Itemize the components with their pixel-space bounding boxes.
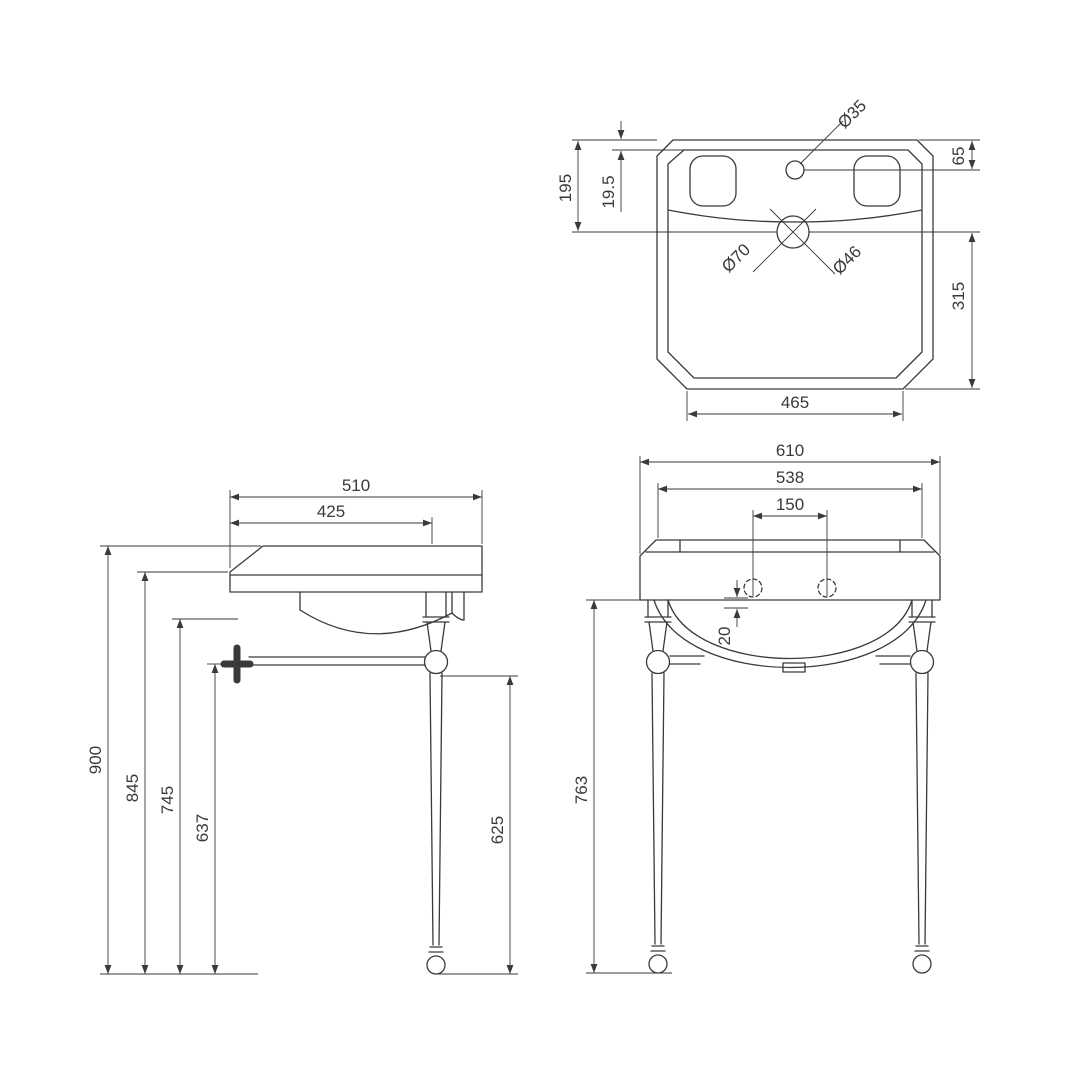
side-towel-rail xyxy=(220,644,426,684)
side-basin-outline xyxy=(229,545,483,593)
plan-inner-rim xyxy=(667,149,923,379)
soap-dish-left xyxy=(689,155,737,207)
plan-dim-465: 465 xyxy=(781,393,809,412)
front-dimension-lines xyxy=(590,458,940,973)
side-dim-425: 425 xyxy=(317,502,345,521)
side-leg-foot xyxy=(426,955,446,975)
plan-outer-rim xyxy=(656,139,934,390)
front-dim-20: 20 xyxy=(715,627,734,646)
deck-front-edge xyxy=(667,209,923,223)
tap-hole-leader xyxy=(799,120,844,165)
side-leg-ball xyxy=(423,649,449,675)
front-waste xyxy=(782,662,806,673)
side-leg xyxy=(422,591,450,975)
side-dim-900: 900 xyxy=(86,746,105,774)
side-dim-845: 845 xyxy=(123,774,142,802)
side-dim-745: 745 xyxy=(158,786,177,814)
plan-dim-19-5: 19.5 xyxy=(599,175,618,208)
front-rail xyxy=(669,655,911,665)
plan-extension-lines xyxy=(572,139,980,421)
front-leg-right xyxy=(908,599,936,974)
front-view: 610 538 150 20 763 xyxy=(572,441,941,974)
plan-dim-315: 315 xyxy=(949,282,968,310)
side-dim-637: 637 xyxy=(193,814,212,842)
side-dim-625: 625 xyxy=(488,816,507,844)
front-dim-150: 150 xyxy=(776,495,804,514)
front-dim-610: 610 xyxy=(776,441,804,460)
front-dim-538: 538 xyxy=(776,468,804,487)
side-dim-510: 510 xyxy=(342,476,370,495)
plan-dim-65: 65 xyxy=(949,147,968,166)
soap-dish-right xyxy=(853,155,901,207)
front-bowl xyxy=(653,599,927,673)
side-view: 510 425 900 845 745 637 625 xyxy=(86,476,518,975)
front-dim-763: 763 xyxy=(572,776,591,804)
front-leg-left xyxy=(644,599,672,974)
front-extension-lines xyxy=(586,456,941,974)
plan-dimension-lines xyxy=(574,121,976,418)
front-basin-outline xyxy=(639,539,941,601)
side-dimension-lines xyxy=(104,493,514,974)
plan-dim-195: 195 xyxy=(556,174,575,202)
